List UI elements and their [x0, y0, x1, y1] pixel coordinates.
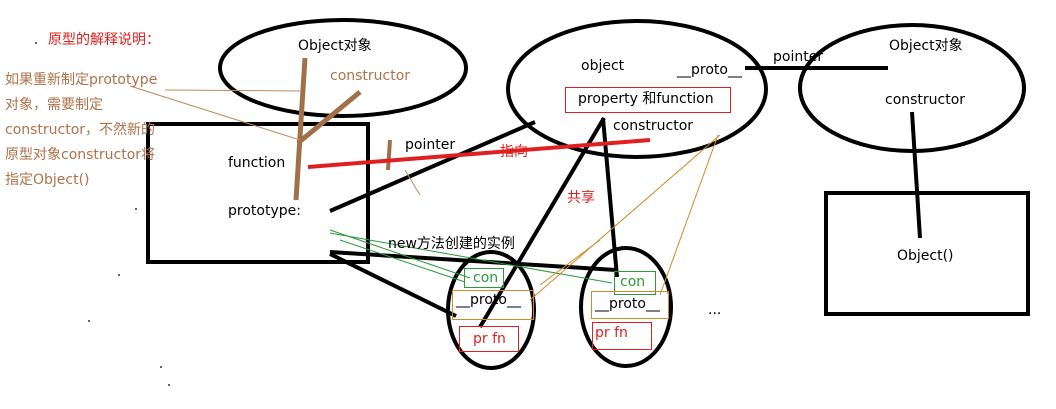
note-line: 如果重新制定prototype [5, 72, 158, 88]
stray-dot [160, 366, 162, 368]
object-constructor-box [824, 191, 1030, 316]
instance1-con-box [464, 268, 504, 288]
stray-dot [168, 384, 170, 386]
zhixiang-label: 指向 [500, 144, 528, 160]
right-object-ellipse [798, 23, 1026, 153]
note-line: 对象，需要制定 [5, 97, 103, 113]
right-object-title: Object对象 [889, 38, 963, 54]
instance1-con-label: con [473, 270, 499, 286]
instance2-prfn-label: pr fn [595, 325, 628, 341]
function-box [146, 122, 370, 264]
center-constructor-label: constructor [613, 118, 694, 134]
instance1-prfn-label: pr fn [473, 331, 506, 347]
pointer-left-label: pointer [405, 137, 456, 153]
pointer-arrow-line [404, 169, 421, 196]
bullet-dot [35, 42, 37, 44]
stray-dot [88, 320, 90, 322]
explanation-note: 如果重新制定prototype 对象，需要制定 constructor，不然新的… [5, 68, 180, 193]
left-constructor-label: constructor [330, 68, 411, 84]
center-object-ellipse [506, 19, 768, 159]
instance1-proto-box [452, 290, 534, 320]
pointer-red-line [307, 138, 651, 169]
cross-out-stroke-1 [293, 57, 308, 201]
instance2-con-label: con [620, 274, 646, 290]
note-line: 原型对象constructor将 [5, 147, 156, 163]
new-green-line-2 [329, 232, 613, 284]
note-link-line-2 [164, 89, 301, 92]
instance2-proto-box [591, 291, 669, 319]
instance1-proto-label: __proto__ [456, 292, 521, 308]
orange-share-line-3 [539, 239, 601, 286]
center-proto-label: __proto__ [677, 62, 742, 78]
stray-dot [135, 208, 137, 210]
ellipsis-label: ... [708, 302, 722, 318]
gongxiang-label: 共享 [567, 190, 595, 206]
instance2-proto-label: __proto__ [595, 296, 660, 312]
right-constructor-label: constructor [885, 92, 966, 108]
new-green-line-1 [329, 229, 471, 279]
new-instances-label: new方法创建的实例 [388, 236, 515, 252]
pointer-right-label: pointer [773, 49, 824, 65]
new-green-line-3 [339, 239, 466, 283]
cross-out-stroke-2 [296, 90, 362, 145]
instance1-proto-line [478, 116, 606, 329]
orange-share-line-1 [529, 134, 721, 301]
note-link-line-1 [129, 85, 301, 141]
right-constructor-line [910, 111, 922, 239]
property-box [565, 87, 731, 113]
function-label: function [228, 155, 286, 171]
left-object-title: Object对象 [298, 38, 372, 54]
stray-dot [118, 274, 120, 276]
heading-text: 原型的解释说明： [48, 32, 160, 48]
center-object-label: object [581, 58, 625, 74]
instance2-con-box [614, 271, 656, 295]
instance-2-ellipse [579, 246, 673, 368]
orange-share-line-2 [659, 134, 719, 296]
instance1-prfn-box [459, 326, 519, 352]
property-label: property 和function [578, 91, 714, 107]
left-object-ellipse [218, 18, 468, 118]
note-line: 指定Object() [5, 172, 90, 188]
prototype-to-object-line [329, 120, 536, 213]
note-line: constructor，不然新的 [5, 122, 156, 138]
pointer-tick-stroke [386, 139, 392, 171]
object-constructor-label: Object() [897, 248, 954, 264]
function-to-instance1-line [329, 252, 457, 318]
prototype-label: prototype: [228, 203, 301, 219]
instance2-prfn-box [592, 322, 652, 350]
